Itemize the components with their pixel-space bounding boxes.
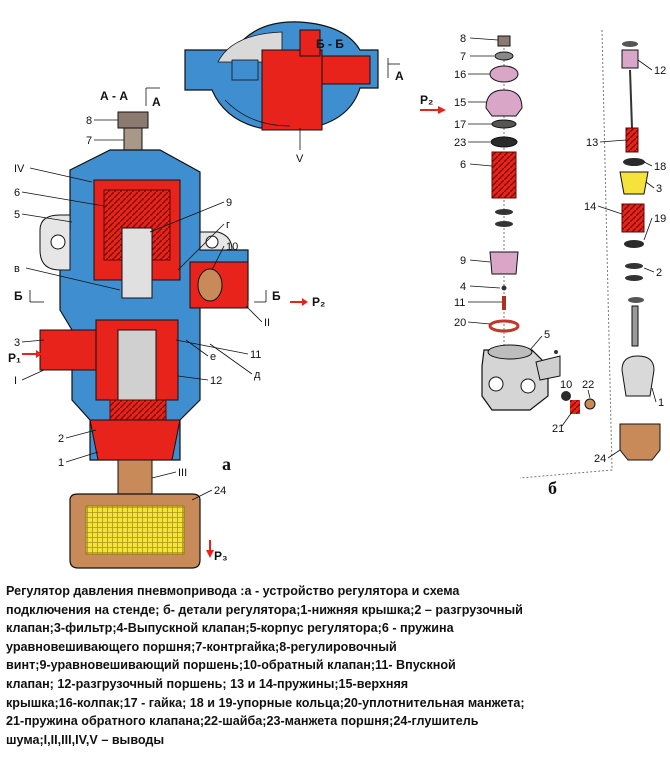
caption-line: подключения на стенде; б- детали регулят… (6, 602, 523, 617)
part-16: 16 (454, 69, 466, 81)
part-4: 4 (460, 281, 466, 293)
label-roman-iii: III (178, 467, 187, 479)
part-right-13: 13 (586, 137, 598, 149)
label-p2-parts: P₂ (420, 93, 433, 107)
exploded-parts-left (481, 35, 596, 414)
part-6: 6 (460, 159, 466, 171)
part-8: 8 (460, 33, 466, 45)
caption-line: крышка;16-колпак;17 - гайка; 18 и 19-упо… (6, 695, 525, 710)
regulator-cross-section (39, 111, 249, 569)
section-bb-mark: А (395, 69, 404, 83)
figure-caption: Регулятор давления пневмопривода :а - ус… (6, 582, 666, 754)
label-roman-i: I (14, 375, 17, 387)
part-15: 15 (454, 97, 466, 109)
regulator-diagram: Б - Б А V А - А А (8, 21, 666, 569)
label-cyr-d: д (254, 369, 261, 381)
caption-line: шума;I,II,III,IV,V – выводы (6, 732, 165, 747)
section-aa-mark: А (152, 95, 161, 109)
part-5: 5 (544, 329, 550, 341)
callout-2: 2 (58, 433, 64, 445)
part-7: 7 (460, 51, 466, 63)
caption-line: клапан; 12-разгрузочный поршень; 13 и 14… (6, 676, 409, 691)
part-right-1: 1 (658, 397, 664, 409)
callout-24: 24 (214, 485, 226, 497)
caption-line: уравновешивающего поршня;7-контргайка;8-… (6, 639, 397, 654)
mark-b-left: Б (14, 289, 23, 303)
callout-3: 3 (14, 337, 20, 349)
label-letter-b: б (548, 478, 557, 498)
section-bb-label: Б - Б (316, 37, 344, 51)
label-roman-ii: II (264, 317, 270, 329)
part-11: 11 (454, 297, 465, 309)
callout-1: 1 (58, 457, 64, 469)
callout-10: 10 (226, 241, 238, 253)
label-cyr-g: г (226, 219, 230, 231)
part-21: 21 (552, 423, 564, 435)
section-bb-view (184, 21, 379, 150)
part-right-12: 12 (654, 65, 666, 77)
callout-7: 7 (86, 135, 92, 147)
part-right-2: 2 (656, 267, 662, 279)
part-right-19: 19 (654, 213, 666, 225)
section-aa-label: А - А (100, 89, 128, 103)
part-9: 9 (460, 255, 466, 267)
label-roman-v: V (296, 153, 304, 165)
part-right-3: 3 (656, 183, 662, 195)
caption-line: 21-пружина обратного клапана;22-шайба;23… (6, 714, 479, 729)
part-right-24: 24 (594, 453, 606, 465)
mark-b-right: Б (272, 289, 281, 303)
callout-12: 12 (210, 375, 222, 387)
callout-11: 11 (250, 349, 261, 361)
label-cyr-v: в (14, 263, 20, 275)
part-right-18: 18 (654, 161, 666, 173)
label-cyr-e: е (210, 351, 216, 363)
part-22: 22 (582, 379, 594, 391)
part-10: 10 (560, 379, 572, 391)
callout-5: 5 (14, 209, 20, 221)
label-p1: P₁ (8, 351, 21, 365)
label-letter-a: а (222, 454, 231, 474)
caption-line: Регулятор давления пневмопривода :а - ус… (6, 584, 460, 598)
part-right-14: 14 (584, 201, 596, 213)
part-20: 20 (454, 317, 466, 329)
callout-6: 6 (14, 187, 20, 199)
label-roman-iv: IV (14, 163, 25, 175)
exploded-parts-right (519, 29, 661, 479)
label-p2-main: P₂ (312, 295, 325, 309)
callout-9: 9 (226, 197, 232, 209)
part-23: 23 (454, 137, 466, 149)
part-17: 17 (454, 119, 466, 131)
caption-line: клапан;3-фильтр;4-Выпускной клапан;5-кор… (6, 621, 454, 636)
caption-line: винт;9-уравновешивающий поршень;10-обрат… (6, 658, 456, 673)
callout-8: 8 (86, 115, 92, 127)
label-p3: P₃ (214, 549, 228, 563)
